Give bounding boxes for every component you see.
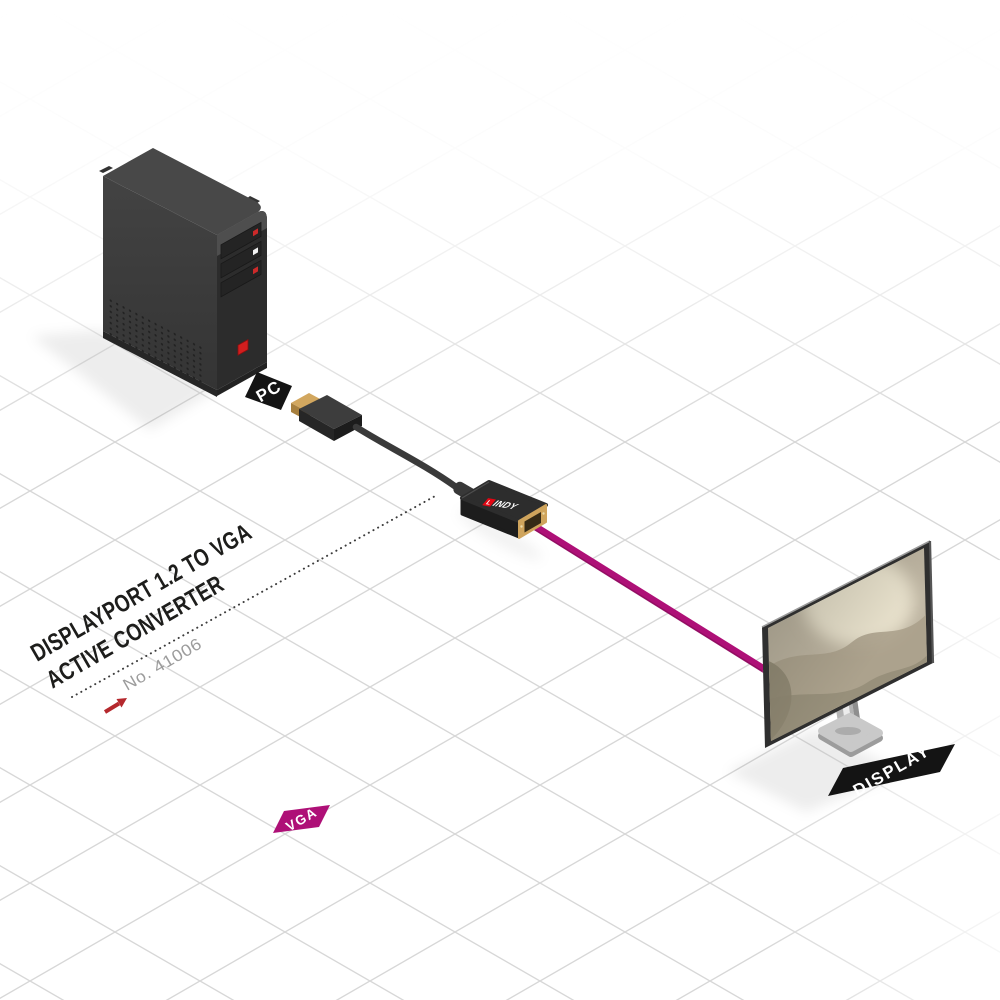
pc-bottom-edge-side [103, 331, 217, 397]
pc-bottom-edge-front [217, 362, 267, 396]
vga-signal-line [526, 519, 766, 674]
dp-body-end [334, 415, 362, 441]
pc-label: PC [245, 372, 292, 410]
vga-adapter: L INDY [453, 480, 548, 539]
adapter-edge-highlight [461, 481, 490, 499]
monitor-frame-top-edge [761, 540, 931, 628]
pc-tower [99, 148, 267, 397]
drive-led-red-1 [253, 228, 258, 237]
displayport-connector [291, 393, 460, 491]
drive-led-red-2 [253, 266, 258, 275]
drive-led-white [253, 247, 258, 256]
vga-port-hole [524, 512, 541, 533]
pc-drive-bays [220, 221, 262, 298]
dp-cable [352, 423, 460, 491]
lindy-logo-text: INDY [490, 499, 521, 512]
monitor-base-top [818, 713, 883, 752]
monitor-frame-right-edge [928, 540, 935, 664]
lindy-logo: L INDY [482, 498, 521, 512]
dp-body-top [299, 395, 362, 429]
dp-body-front [299, 409, 334, 441]
pc-vent-grille [108, 297, 204, 386]
monitor-base-neck-shadow [835, 727, 861, 735]
vga-screw-right [542, 512, 545, 515]
display-shadow [728, 728, 903, 812]
dp-plug-top [291, 393, 322, 410]
up-right-arrow-icon [103, 698, 127, 714]
lindy-logo-red-box [482, 498, 496, 507]
vga-screw-left [520, 525, 523, 528]
leader-dotted-line [71, 494, 438, 698]
pc-top-face [103, 148, 261, 235]
lindy-logo-letter: L [484, 500, 493, 507]
pc-shadow [32, 330, 216, 430]
pc-power-button [237, 338, 249, 356]
pc-top-ridge-back [99, 166, 113, 173]
